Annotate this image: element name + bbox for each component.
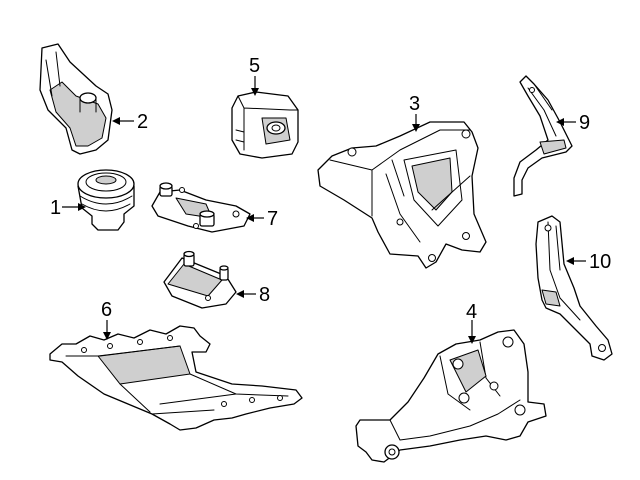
part-10-support-bracket xyxy=(535,215,613,361)
callout-6: 6 xyxy=(101,299,112,340)
callout-8-label: 8 xyxy=(259,284,270,306)
callout-5-label: 5 xyxy=(249,55,260,77)
callout-4: 4 xyxy=(466,301,477,344)
part-6-crossmember xyxy=(49,325,303,431)
part-7-plate-mount xyxy=(151,182,251,233)
callout-10: 10 xyxy=(566,251,611,273)
callout-9: 9 xyxy=(556,112,590,134)
part-8-pad-mount xyxy=(163,250,237,309)
part-3-engine-bracket xyxy=(317,121,487,269)
part-2-mount-shield xyxy=(39,43,113,155)
callout-8: 8 xyxy=(236,284,270,306)
part-4-transmission-bracket xyxy=(355,329,547,463)
part-1-round-mount xyxy=(77,169,135,231)
callout-1: 1 xyxy=(50,197,86,219)
callout-9-label: 9 xyxy=(579,112,590,134)
callout-10-label: 10 xyxy=(589,251,611,273)
callout-2-label: 2 xyxy=(137,111,148,133)
callout-7-label: 7 xyxy=(267,208,278,230)
part-9-bent-bracket xyxy=(513,75,573,197)
callout-2: 2 xyxy=(112,111,148,133)
callout-7: 7 xyxy=(246,208,278,230)
callout-6-label: 6 xyxy=(101,299,112,321)
callout-4-label: 4 xyxy=(466,301,477,323)
part-5-block-mount xyxy=(231,91,299,159)
callout-5: 5 xyxy=(249,55,260,96)
callout-3-label: 3 xyxy=(409,93,420,115)
callout-3: 3 xyxy=(409,93,420,132)
callout-1-label: 1 xyxy=(50,197,61,219)
